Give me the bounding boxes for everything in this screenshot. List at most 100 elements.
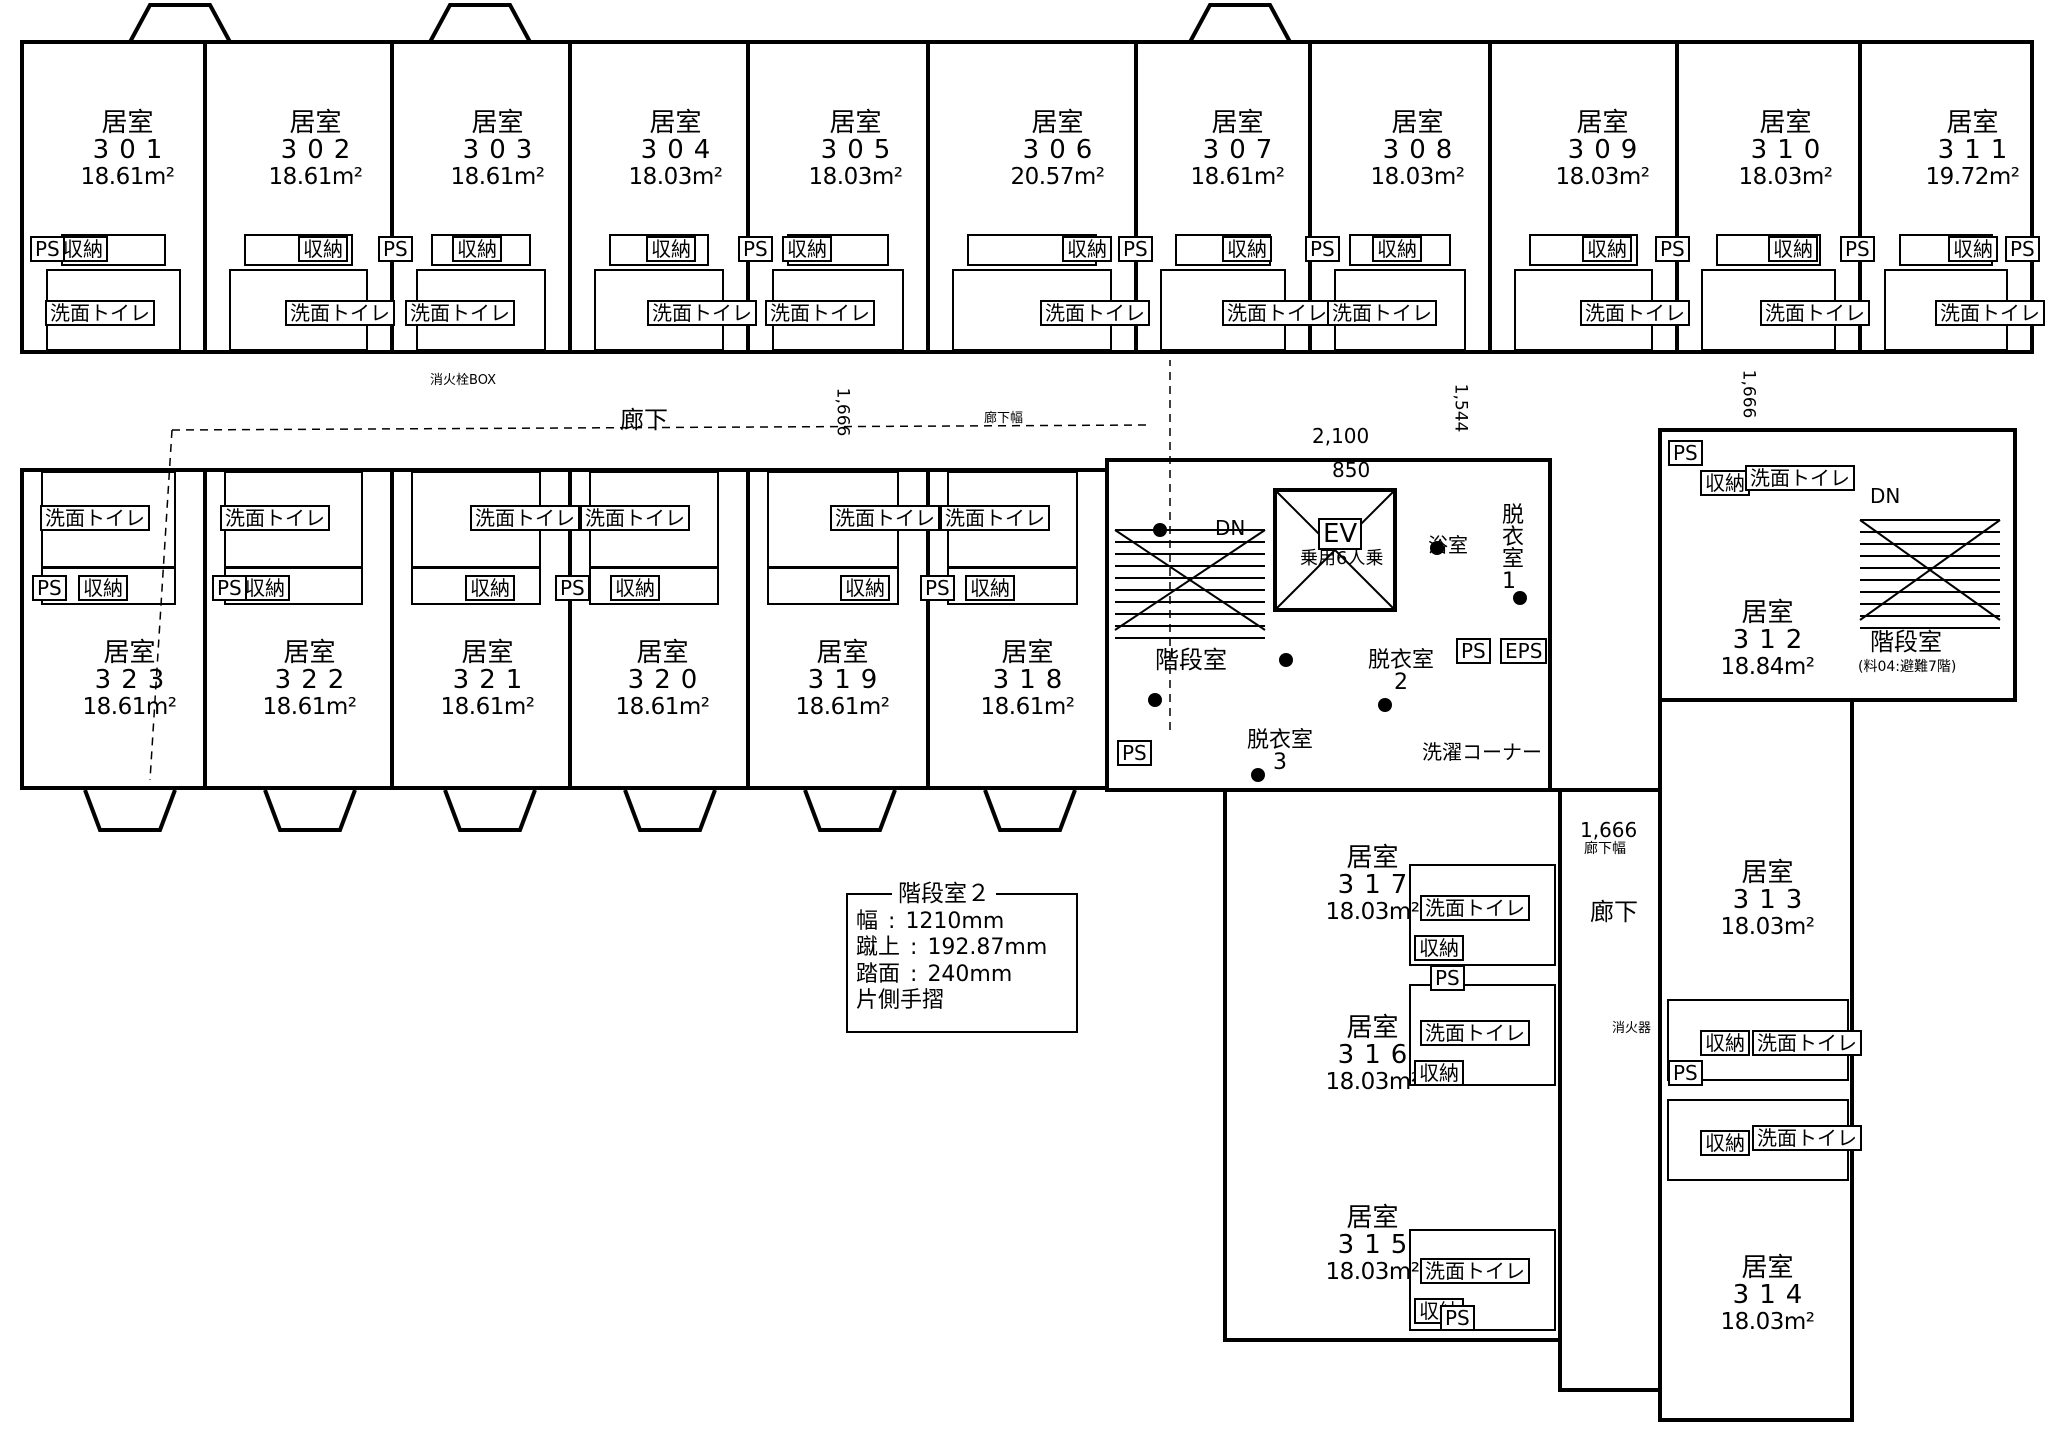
room-area: 18.61m² [262,693,357,720]
room-number: 312 [1732,625,1813,656]
room-title: 居室 [1759,108,1812,138]
room-area: 18.61m² [80,163,175,190]
storage-label: 収納 [1582,236,1632,262]
ps-label: PS [1668,1060,1703,1086]
room-title: 居室 [1391,108,1444,138]
corridor-width-label: 廊下幅 [1584,841,1626,857]
room-area: 18.03m² [1325,1258,1420,1285]
room-area: 18.61m² [1190,163,1285,190]
ps-label: PS [1655,236,1690,262]
room-number: 314 [1732,1280,1813,1311]
dressing-room-2-label: 脱衣室 2 [1368,648,1435,695]
fire-hydrant-label: 消火栓BOX [430,373,496,388]
washroom-toilet-label: 洗面トイレ [765,300,875,326]
ps-label: PS [212,575,247,601]
room-area: 18.61m² [82,693,177,720]
ps-label: PS [1440,1305,1475,1331]
room-area: 18.03m² [628,163,723,190]
tread-value: 240mm [927,961,1013,987]
room-number: 301 [92,135,173,166]
tread-label: 踏面 [856,961,901,987]
ps-label: PS [738,236,773,262]
corridor-width-label-2: 廊下幅 [984,411,1024,426]
storage-label: 収納 [1948,236,1998,262]
storage-label: 収納 [1768,236,1818,262]
washroom-toilet-label: 洗面トイレ [40,505,150,531]
ps-label: PS [32,575,67,601]
dressing-room-1-label: 脱衣室 1 [1502,503,1525,594]
washroom-toilet-label: 洗面トイレ [1327,300,1437,326]
dashed-lines [149,360,1171,781]
storage-label: 収納 [965,575,1015,601]
dimension-850: 850 [1332,458,1371,482]
room-area: 19.72m² [1925,163,2020,190]
fixture-marks [1148,523,1527,782]
washroom-toilet-label: 洗面トイレ [1760,300,1870,326]
room-area: 20.57m² [1010,163,1105,190]
ps-label-stair: PS [1117,740,1152,766]
room-number: 309 [1567,135,1648,166]
washroom-toilet-label: 洗面トイレ [1222,300,1332,326]
width-value: 1210mm [905,909,1005,934]
washroom-toilet-label: 洗面トイレ [1935,300,2045,326]
room-number: 323 [94,665,175,696]
room-title: 居室 [1741,858,1794,888]
storage-label: 収納 [452,236,502,262]
corridor-label-east: 廊下 [1590,898,1638,926]
washroom-toilet-label: 洗面トイレ [45,300,155,326]
room-number: 308 [1382,135,1463,166]
stair-room-label: 階段室 [1155,646,1227,674]
room-area: 18.03m² [1555,163,1650,190]
elevator-sub-label: 乗用6人乗 [1300,548,1384,569]
room-title: 居室 [461,638,514,668]
corridor-label: 廊下 [620,406,668,434]
storage-label: 収納 [1700,1030,1750,1056]
room-title: 居室 [283,638,336,668]
ps-label: PS [30,236,65,262]
room-area: 18.61m² [440,693,535,720]
room-area: 18.03m² [1720,1308,1815,1335]
ps-label: PS [1430,965,1465,991]
dimension-1666-west: 1,666 [832,387,853,437]
storage-label: 収納 [840,575,890,601]
washroom-toilet-label: 洗面トイレ [1420,1258,1530,1284]
room-title: 居室 [1031,108,1084,138]
sep-1: : [888,909,896,934]
room-number: 317 [1337,870,1418,901]
storage-label: 収納 [78,575,128,601]
washroom-toilet-label: 洗面トイレ [1745,465,1855,491]
room-title: 居室 [471,108,524,138]
room-number: 318 [992,665,1073,696]
handrail-note: 片側手摺 [856,988,945,1014]
room-title: 居室 [1946,108,1999,138]
room-title: 居室 [829,108,882,138]
room-area: 18.03m² [1738,163,1833,190]
dimension-1666-east: 1,666 [1580,818,1638,842]
storage-label: 収納 [465,575,515,601]
room-number: 315 [1337,1230,1418,1261]
room-number: 322 [274,665,355,696]
ps-label: PS [1118,236,1153,262]
storage-label: 収納 [1700,470,1750,496]
washroom-toilet-label: 洗面トイレ [1752,1125,1862,1151]
stair-evac-note: (料04:避難7階) [1858,659,1957,675]
ps-label: PS [1305,236,1340,262]
room-number: 302 [280,135,361,166]
fire-extinguisher-label: 消火器 [1612,1021,1652,1036]
